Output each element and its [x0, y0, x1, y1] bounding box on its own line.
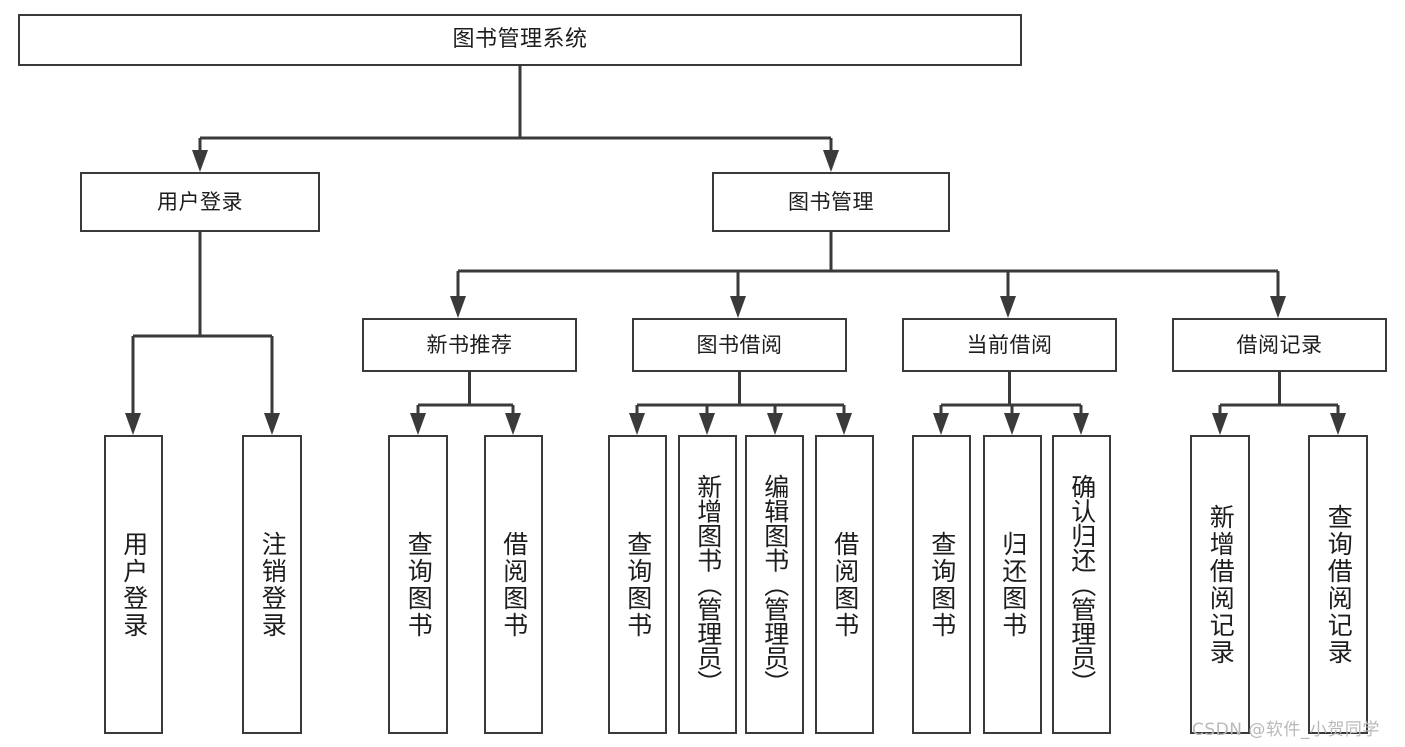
- node-label: 用户登录: [157, 189, 243, 214]
- node-leaf-8[interactable]: 借阅图书: [815, 435, 874, 734]
- node-leaf-1[interactable]: 用户登录: [104, 435, 163, 734]
- node-label: 查询图书: [404, 530, 434, 639]
- connector-login-to-leaves: [125, 232, 280, 435]
- connector-manage-to-subs: [450, 232, 1286, 318]
- node-label: 当前借阅: [966, 332, 1053, 357]
- node-leaf-6[interactable]: 新增图书（管理员）: [678, 435, 737, 734]
- node-root[interactable]: 图书管理系统: [18, 14, 1022, 66]
- node-new-book-rec[interactable]: 新书推荐: [362, 318, 577, 372]
- node-book-manage[interactable]: 图书管理: [712, 172, 950, 232]
- node-borrow-record[interactable]: 借阅记录: [1172, 318, 1387, 372]
- node-leaf-2[interactable]: 注销登录: [242, 435, 302, 734]
- node-label: 归还图书: [998, 530, 1028, 639]
- node-leaf-12[interactable]: 新增借阅记录: [1190, 435, 1250, 734]
- node-label: 注销登录: [258, 530, 288, 639]
- node-label: 图书管理: [788, 189, 874, 214]
- node-leaf-9[interactable]: 查询图书: [912, 435, 971, 734]
- node-leaf-3[interactable]: 查询图书: [388, 435, 448, 734]
- node-leaf-7[interactable]: 编辑图书（管理员）: [745, 435, 804, 734]
- node-label: 新书推荐: [426, 332, 513, 357]
- node-leaf-5[interactable]: 查询图书: [608, 435, 667, 734]
- connector-cur-to-leaves: [933, 372, 1089, 435]
- node-label: 图书借阅: [696, 332, 783, 357]
- node-label: 新增图书（管理员）: [693, 474, 723, 695]
- node-label: 编辑图书（管理员）: [760, 474, 790, 695]
- node-label: 借阅图书: [830, 530, 860, 639]
- node-leaf-11[interactable]: 确认归还（管理员）: [1052, 435, 1111, 734]
- node-label: 新增借阅记录: [1206, 503, 1236, 666]
- node-label: 确认归还（管理员）: [1067, 474, 1097, 695]
- node-label: 借阅记录: [1236, 332, 1323, 357]
- node-label: 查询借阅记录: [1324, 503, 1354, 666]
- node-leaf-10[interactable]: 归还图书: [983, 435, 1042, 734]
- node-label: 图书管理系统: [452, 27, 588, 53]
- connector-borrow-to-leaf: [629, 372, 852, 435]
- node-user-login[interactable]: 用户登录: [80, 172, 320, 232]
- watermark-label: CSDN @软件_小贺同学: [1192, 720, 1380, 740]
- connector-rec-to-leaves: [410, 372, 521, 435]
- connector-rec2-to-leaves: [1212, 372, 1346, 435]
- node-current-borrow[interactable]: 当前借阅: [902, 318, 1117, 372]
- node-label: 查询图书: [927, 530, 957, 639]
- node-leaf-13[interactable]: 查询借阅记录: [1308, 435, 1368, 734]
- node-label: 查询图书: [623, 530, 653, 639]
- node-label: 用户登录: [119, 530, 149, 639]
- node-leaf-4[interactable]: 借阅图书: [484, 435, 543, 734]
- connector-root-to-level1: [192, 66, 839, 172]
- node-label: 借阅图书: [499, 530, 529, 639]
- node-book-borrow[interactable]: 图书借阅: [632, 318, 847, 372]
